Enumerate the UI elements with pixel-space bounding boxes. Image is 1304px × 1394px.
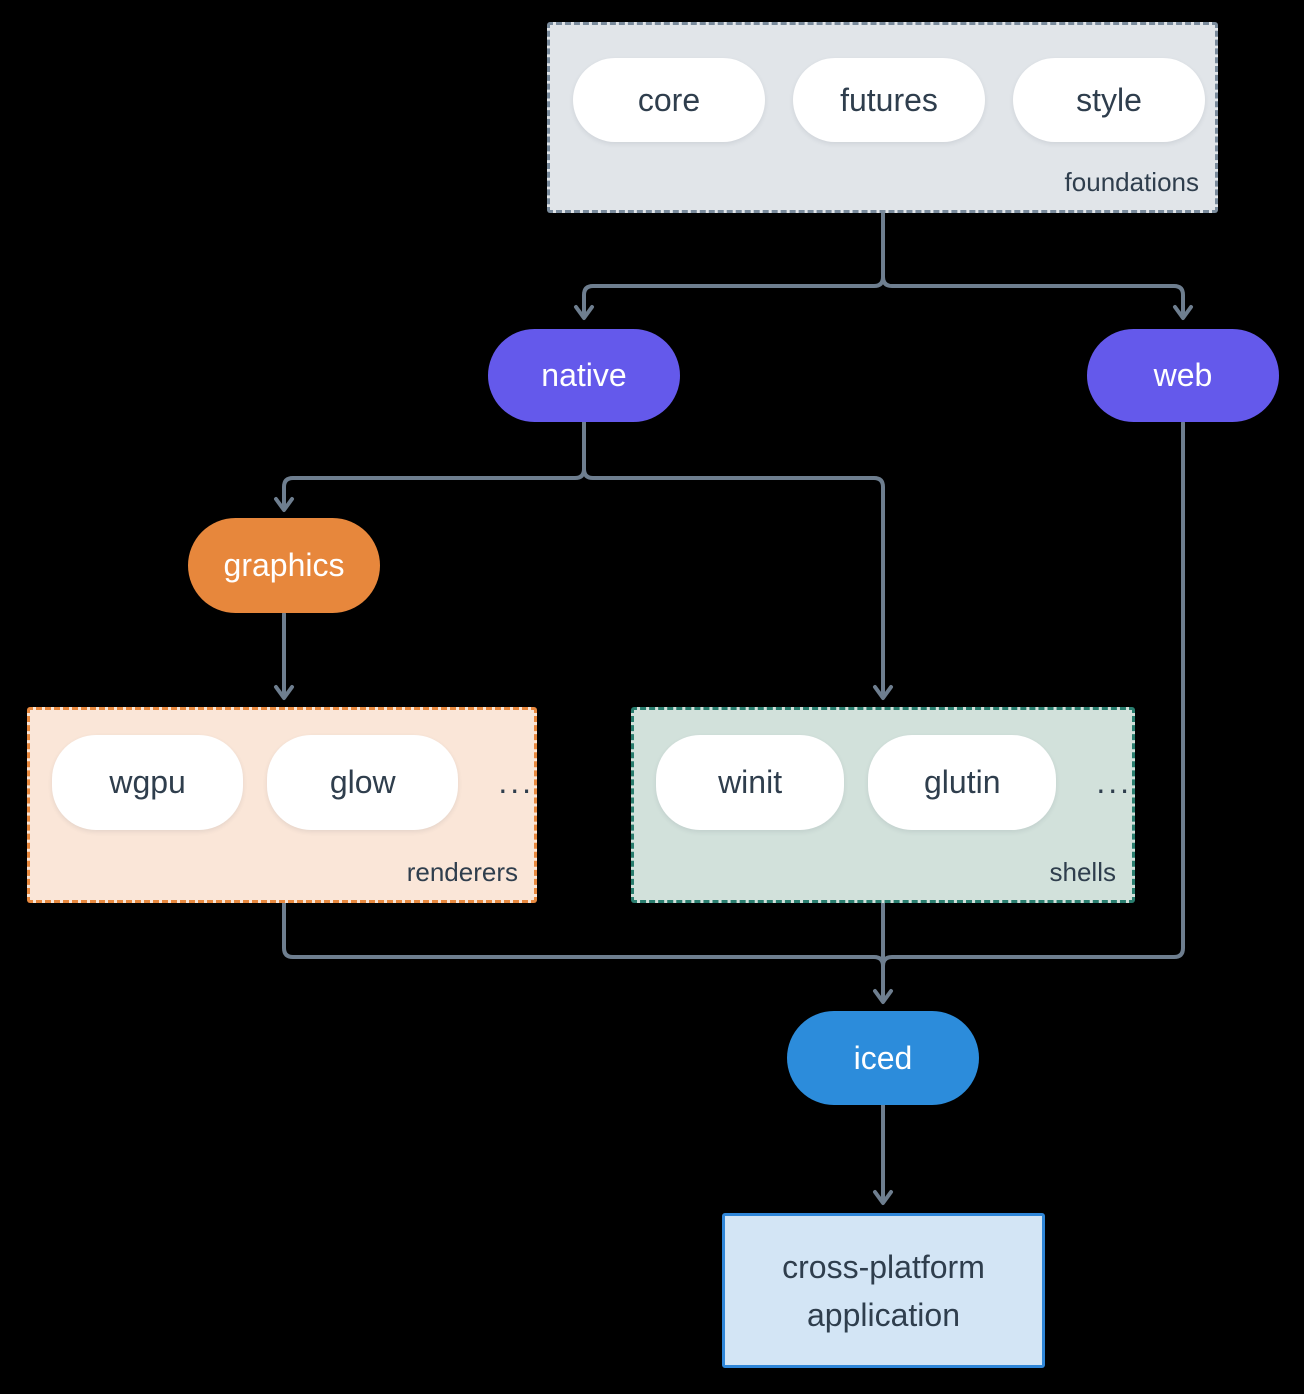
node-wgpu: wgpu (52, 735, 244, 830)
arrowhead-application (873, 1190, 893, 1205)
renderers-ellipsis: ... (498, 764, 534, 800)
shells-pill-row: winit glutin ... (634, 710, 1132, 830)
arrowhead-shells (873, 685, 893, 700)
edge-native-to-shells (582, 421, 885, 698)
node-application: cross-platform application (722, 1213, 1045, 1368)
node-iced: iced (787, 1011, 979, 1105)
node-winit: winit (656, 735, 845, 830)
node-glow: glow (267, 735, 459, 830)
renderers-pill-row: wgpu glow ... (30, 710, 534, 830)
node-graphics: graphics (188, 518, 380, 613)
edge-foundations-to-web (881, 212, 1185, 318)
foundations-group-label: foundations (1064, 167, 1199, 197)
foundations-pill-row: core futures style (550, 25, 1215, 142)
shells-group: winit glutin ... shells (631, 707, 1135, 903)
edge-foundations-to-native (582, 212, 885, 318)
node-style: style (1013, 58, 1205, 142)
node-core: core (573, 58, 765, 142)
arrowhead-web (1173, 305, 1193, 320)
shells-ellipsis: ... (1096, 764, 1132, 800)
node-futures: futures (793, 58, 985, 142)
arrowhead-iced (873, 989, 893, 1004)
renderers-group: wgpu glow ... renderers (27, 707, 537, 903)
arrowhead-native (574, 305, 594, 320)
edge-renderers-to-iced (282, 901, 885, 1002)
edge-native-to-graphics (282, 421, 586, 510)
foundations-group: core futures style foundations (547, 22, 1218, 213)
arrowhead-graphics (274, 497, 294, 512)
node-web: web (1087, 329, 1279, 422)
arrowhead-renderers (274, 685, 294, 700)
node-glutin: glutin (868, 735, 1057, 830)
renderers-group-label: renderers (406, 857, 518, 887)
shells-group-label: shells (1049, 857, 1116, 887)
node-native: native (488, 329, 680, 422)
